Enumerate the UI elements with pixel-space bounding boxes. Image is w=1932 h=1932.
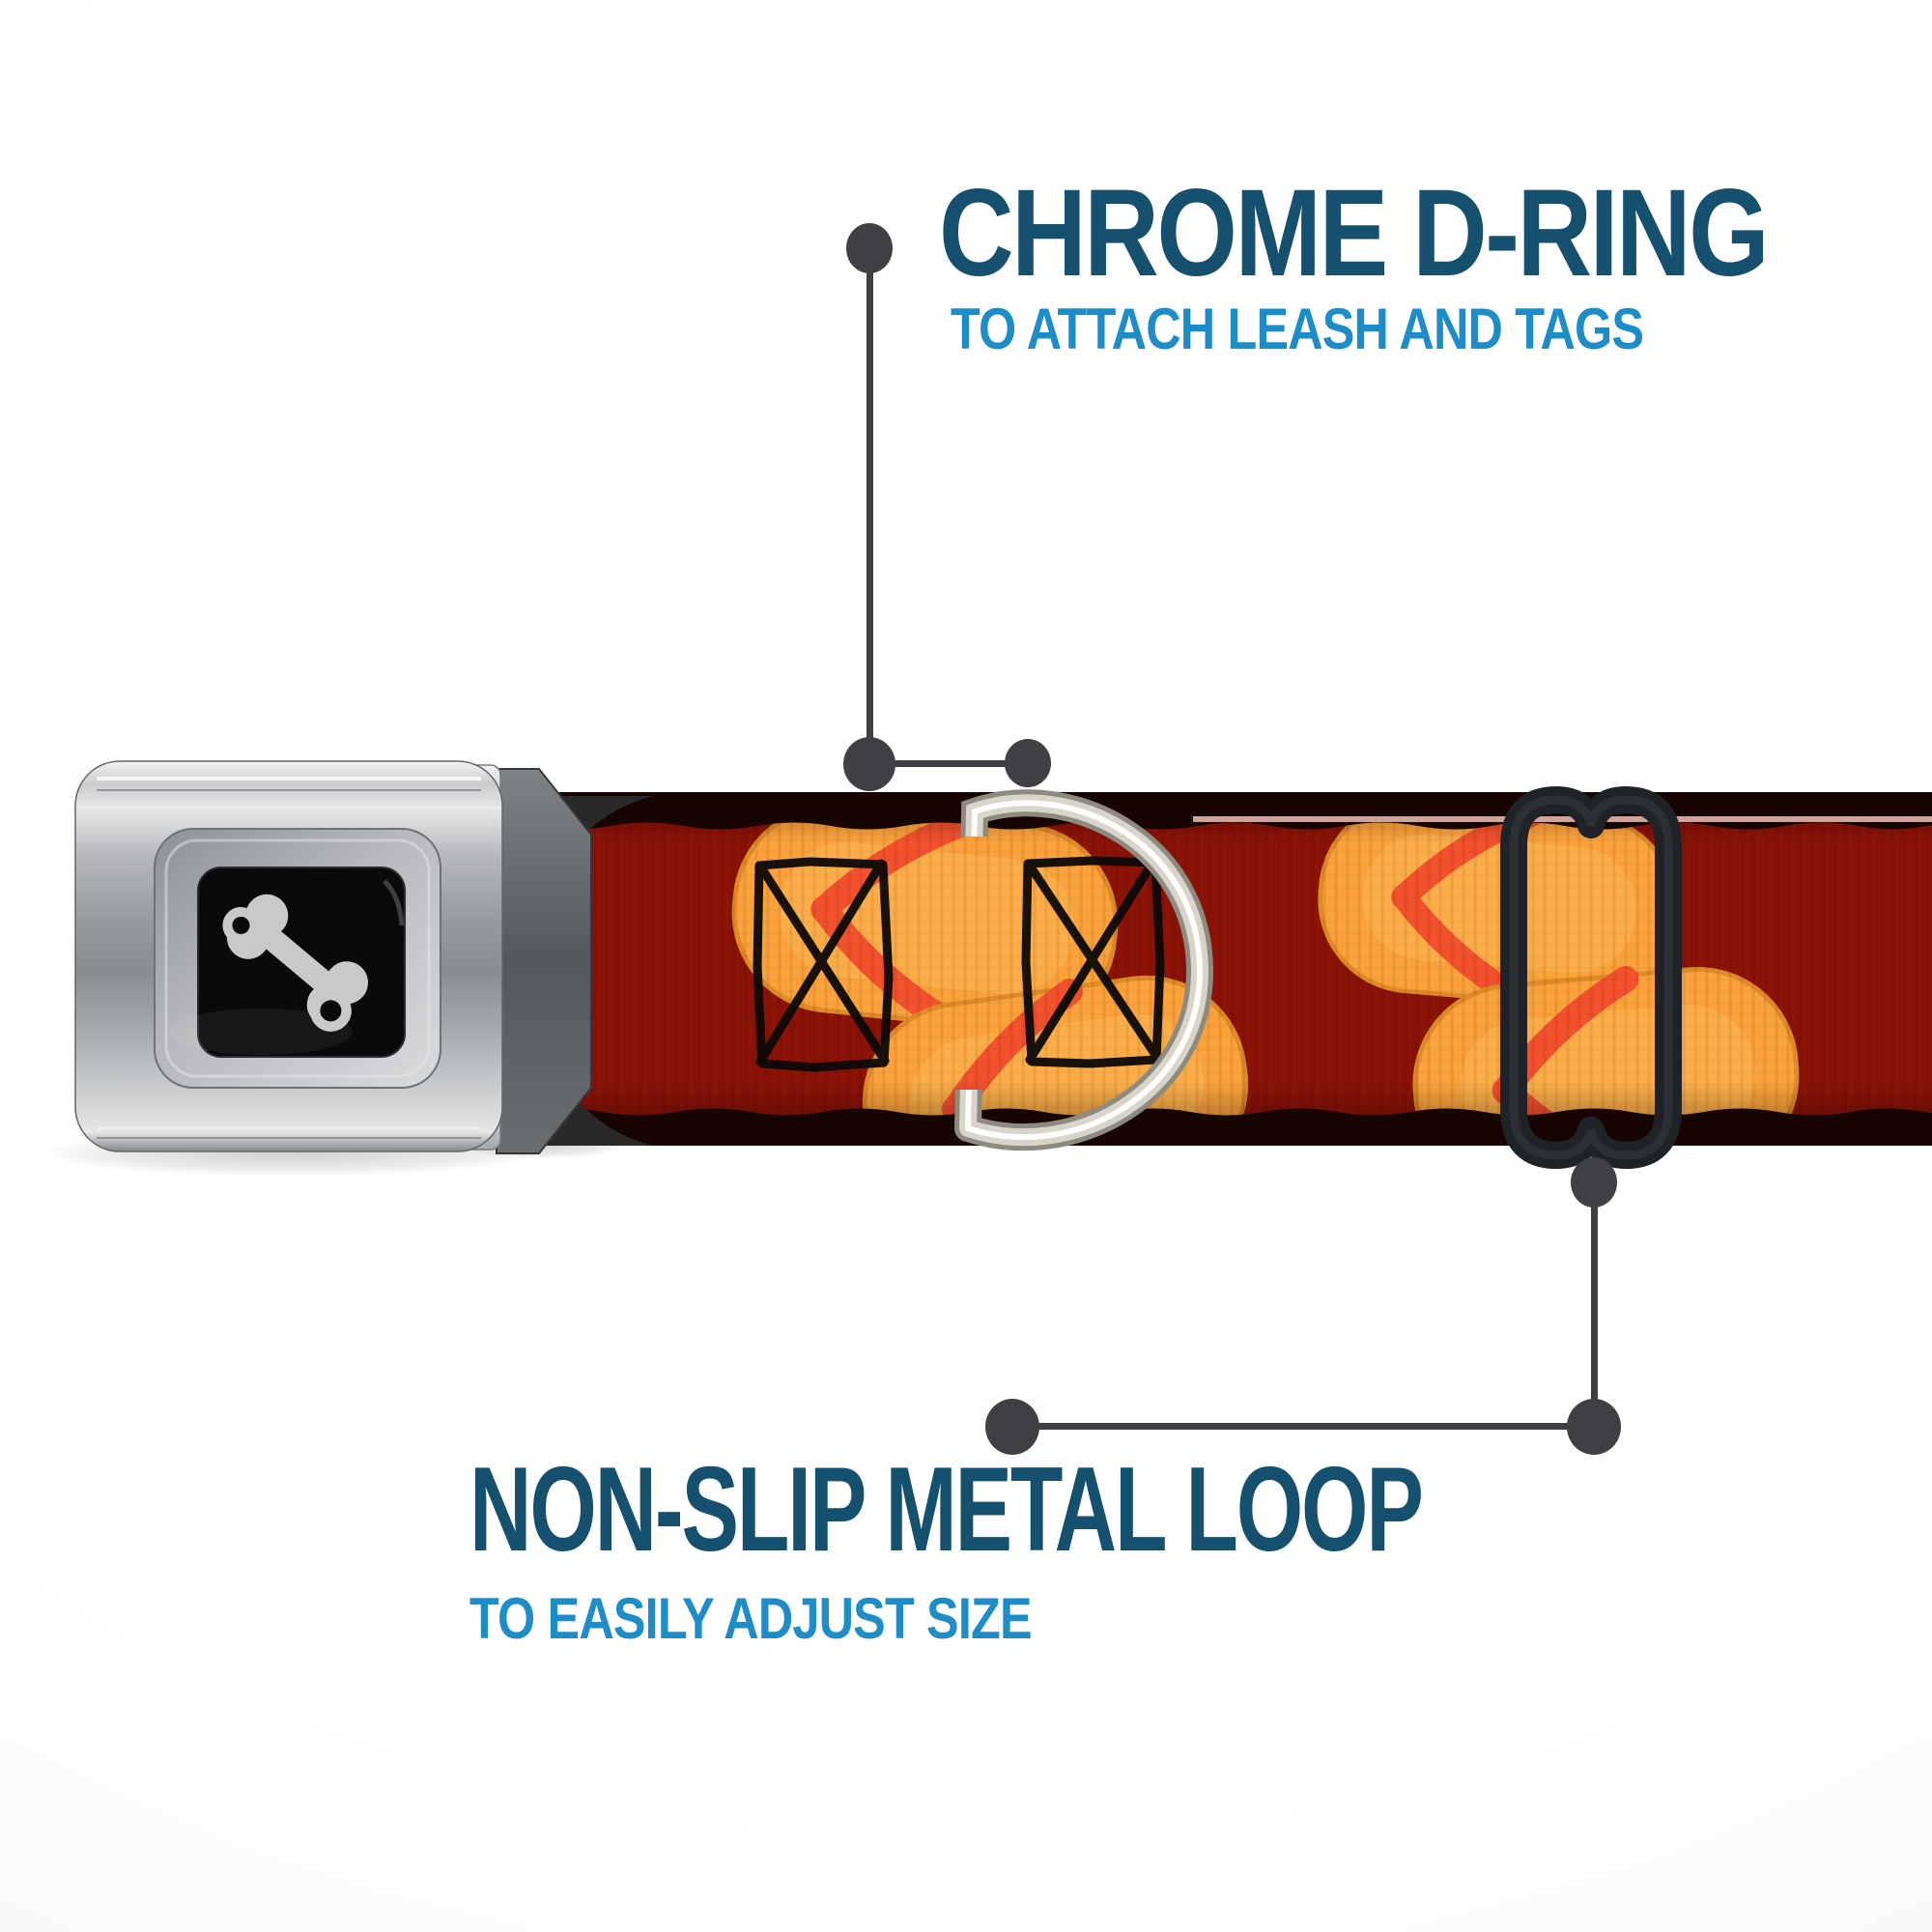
callout-top-dot-end xyxy=(1005,739,1051,787)
dog-bone-icon xyxy=(222,894,369,1032)
callout-bottom-title: NON-SLIP METAL LOOP xyxy=(469,1443,1424,1577)
callout-bottom-dot-end xyxy=(985,1399,1039,1455)
metal-slider-loop xyxy=(1500,786,1682,1169)
callout-bottom-line-vertical xyxy=(1591,1180,1598,1426)
collar-strap xyxy=(529,792,1932,1146)
buckle-clasp-plate xyxy=(496,768,592,1154)
flip-flop-pattern xyxy=(529,794,1932,1144)
d-ring-front xyxy=(954,789,1214,1151)
box-x-stitching xyxy=(753,856,1165,1072)
callout-bottom-subtitle: TO EASILY ADJUST SIZE xyxy=(469,1586,1033,1651)
callout-bottom-line-horizontal xyxy=(1012,1423,1592,1430)
callout-top-line-horizontal xyxy=(869,760,1029,767)
strap-sealed-edge-highlight xyxy=(1193,816,1932,822)
seatbelt-buckle xyxy=(39,760,653,1177)
callout-top-line-vertical xyxy=(867,248,873,763)
callout-top-title: CHROME D-RING xyxy=(939,164,1770,302)
callout-top-subtitle: TO ATTACH LEASH AND TAGS xyxy=(951,297,1644,361)
